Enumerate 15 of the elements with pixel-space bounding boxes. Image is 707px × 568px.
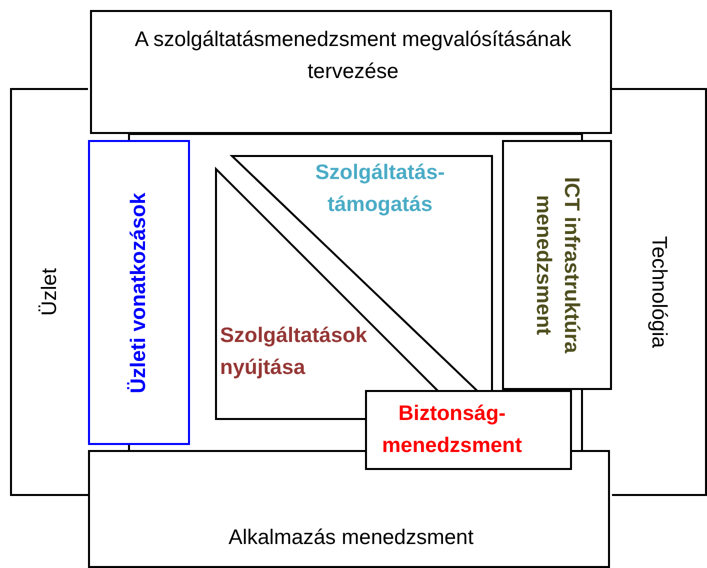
box-label: Biztonság-menedzsment bbox=[380, 401, 524, 459]
box-label: Szolgáltatás-támogatás bbox=[314, 160, 446, 218]
box-label: Alkalmazás menedzsment bbox=[227, 525, 475, 551]
box-label: Üzlet bbox=[37, 268, 62, 316]
box-label: Technológia bbox=[646, 236, 672, 348]
box-label: Szolgáltatások nyújtása bbox=[220, 323, 368, 381]
process-box bbox=[10, 88, 88, 496]
box-label: ICT infrastruktúra menedzsment bbox=[531, 176, 584, 356]
box-label: A szolgáltatásmenedzsment megvalósításának tervezése bbox=[134, 27, 572, 85]
process-box bbox=[88, 140, 190, 445]
process-box bbox=[90, 10, 612, 134]
process-box bbox=[612, 88, 707, 496]
process-box bbox=[365, 390, 572, 470]
process-box bbox=[502, 140, 612, 390]
box-label: Üzleti vonatkozások bbox=[126, 192, 151, 393]
